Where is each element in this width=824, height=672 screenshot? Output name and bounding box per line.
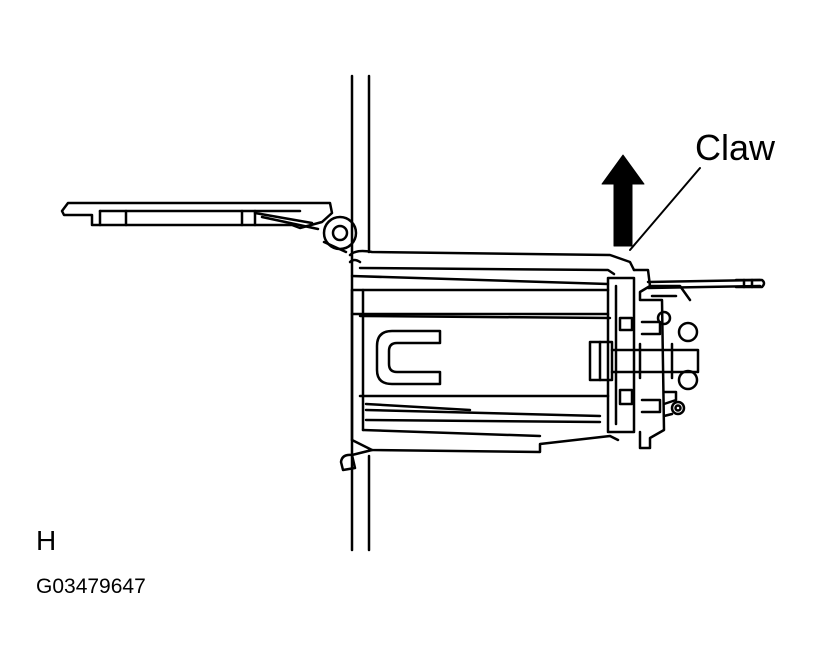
claw-callout-label: Claw	[695, 127, 776, 168]
figure-code: G03479647	[36, 575, 146, 598]
pull-up-arrow-icon	[601, 154, 645, 247]
view-letter: H	[36, 525, 57, 556]
mounting-bracket	[588, 268, 766, 450]
housing-slot	[375, 329, 442, 386]
hinged-lid	[60, 201, 334, 231]
hinge-pivot	[322, 215, 358, 254]
claw-leader-line	[629, 167, 701, 251]
housing-body	[339, 249, 636, 472]
